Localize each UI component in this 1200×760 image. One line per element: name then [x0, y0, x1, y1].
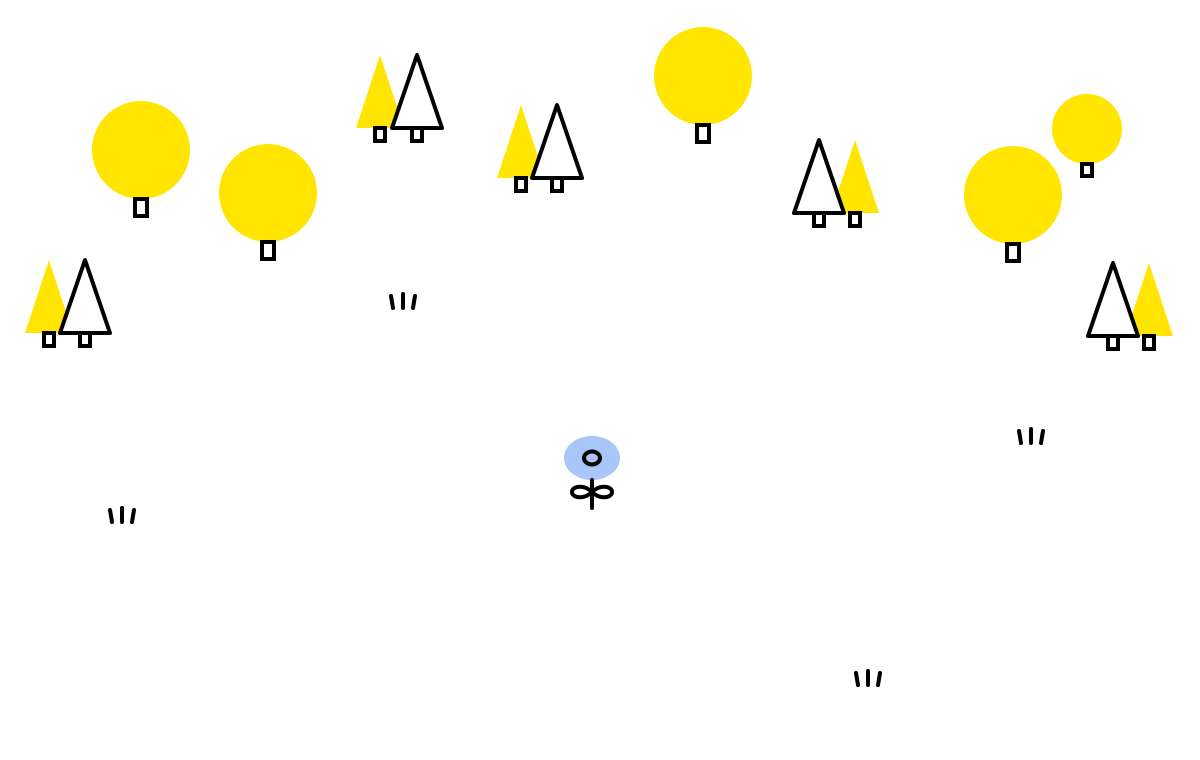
round-tree-icon	[654, 27, 752, 144]
round-tree-icon	[964, 146, 1062, 263]
pine-pair-icon	[25, 258, 112, 348]
round-tree-icon	[92, 101, 190, 218]
pine-pair-icon	[356, 53, 444, 143]
round-tree-icon	[1052, 94, 1122, 178]
player-flower[interactable]	[564, 436, 620, 510]
pine-pair-icon	[1086, 261, 1173, 351]
grass-tuft-icon	[1017, 427, 1045, 445]
grass-tuft-icon	[389, 292, 417, 310]
round-tree-icon	[219, 144, 317, 261]
flower-icon	[564, 436, 620, 510]
pine-pair-icon	[792, 138, 879, 228]
pine-pair-icon	[497, 103, 584, 193]
grass-tuft-icon	[108, 506, 136, 524]
grass-tuft-icon	[854, 669, 882, 687]
